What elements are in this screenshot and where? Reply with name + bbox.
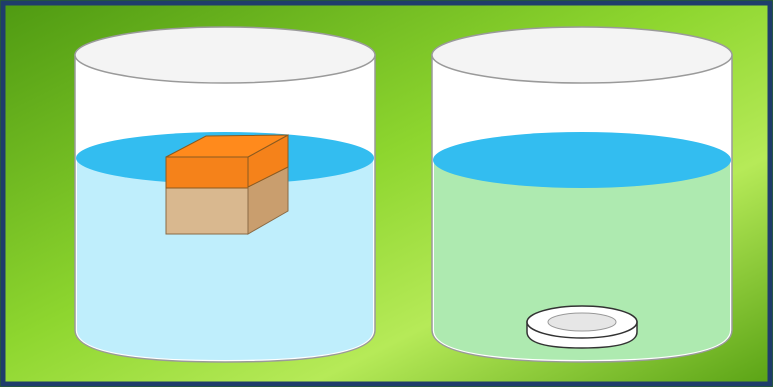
cube-front-submerged [166,187,248,234]
beaker-right [432,27,732,362]
floating-cube [166,135,288,234]
beaker-right-rim [432,27,732,83]
sunken-disc [527,306,637,348]
beaker-left-rim [75,27,375,83]
cube-front-above-water [166,157,248,188]
beaker-left [75,27,375,362]
disc-inner-ring [548,313,616,331]
beaker-right-liquid-surface [433,132,731,188]
